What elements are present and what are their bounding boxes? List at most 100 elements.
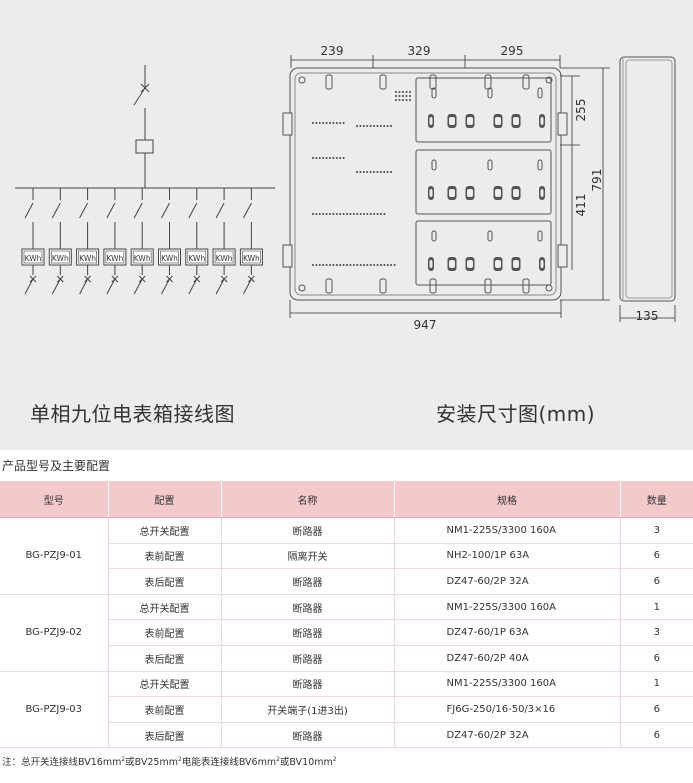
terminal-dot — [379, 171, 382, 173]
note-sup: 2 — [276, 755, 280, 763]
terminal-dot — [386, 264, 389, 266]
meter-frame — [105, 250, 125, 264]
terminal-dot — [349, 213, 352, 215]
breaker-slot — [513, 189, 519, 197]
meter-box — [239, 248, 263, 266]
terminal-dot — [366, 264, 369, 266]
terminal-dot — [339, 157, 342, 159]
cell-name: 断路器 — [220, 722, 394, 749]
terminal-dot — [362, 171, 365, 173]
cell-name: 断路器 — [220, 619, 394, 646]
mount-slot — [431, 230, 437, 242]
meter-label: KWh — [243, 254, 260, 263]
terminal-dot — [322, 264, 325, 266]
cell-qty: 6 — [619, 696, 693, 723]
breaker-slot — [449, 260, 455, 268]
terminal-dot — [383, 213, 386, 215]
meter-frame — [23, 250, 43, 264]
breaker-slot — [429, 260, 433, 268]
terminal-dot — [376, 171, 379, 173]
terminal-dot — [318, 213, 321, 215]
terminal-dot — [398, 95, 401, 97]
terminal-dot — [405, 95, 408, 97]
terminal-dot — [383, 264, 386, 266]
breaker-slot — [540, 260, 544, 268]
breaker-slot — [540, 117, 544, 125]
header-qty: 数量 — [619, 481, 693, 518]
terminal-dot — [339, 122, 342, 124]
terminal-dot — [342, 157, 345, 159]
breaker-slot — [495, 189, 501, 197]
terminal-dot — [335, 264, 338, 266]
section-title: 产品型号及主要配置 — [2, 459, 111, 473]
box-front-view — [282, 67, 568, 301]
cell-spec: DZ47-60/2P 40A — [393, 645, 620, 672]
meter-box — [130, 248, 154, 266]
terminal-dot — [359, 125, 362, 127]
mount-slot — [537, 87, 543, 99]
cell-model: BG-PZJ9-01 — [0, 517, 108, 595]
dim-total-width: 947 — [414, 318, 437, 332]
cell-name: 开关端子(1进3出) — [220, 696, 394, 723]
terminal-dot — [373, 213, 376, 215]
meter-frame — [50, 250, 70, 264]
terminal-dot — [373, 125, 375, 127]
terminal-dot — [363, 213, 365, 215]
breaker-slot — [429, 189, 433, 197]
cell-model: BG-PZJ9-03 — [0, 671, 108, 749]
dimension-caption: 安装尺寸图(mm) — [436, 402, 596, 426]
terminal-dot — [332, 213, 335, 215]
mount-slot — [431, 159, 437, 171]
terminal-dot — [335, 213, 338, 215]
terminal-dot — [366, 213, 369, 215]
terminal-dot — [405, 99, 408, 101]
terminal-dot — [332, 122, 335, 124]
dim-top-mid: 329 — [408, 44, 431, 58]
dim-total-height: 791 — [590, 169, 604, 192]
dim-top-left: 239 — [321, 44, 344, 58]
cell-name: 断路器 — [220, 594, 394, 621]
terminal-dot — [335, 157, 338, 159]
note-sup: 2 — [121, 755, 126, 763]
cell-spec: DZ47-60/1P 63A — [393, 619, 620, 646]
meter-label: KWh — [106, 254, 123, 263]
header-config: 配置 — [107, 481, 221, 518]
terminal-dot — [376, 264, 379, 266]
cell-spec: NM1-225S/3300 160A — [393, 594, 620, 621]
terminal-dot — [366, 125, 369, 127]
terminal-dot — [393, 264, 396, 266]
meter-label: KWh — [134, 254, 151, 263]
cell-qty: 6 — [619, 645, 693, 672]
meter-box — [48, 248, 72, 266]
meter-box — [158, 248, 181, 266]
dimension-labels: 239 329 295 255 411 791 947 135 — [321, 44, 659, 332]
terminal-dot — [373, 264, 376, 266]
note-sup: 2 — [332, 755, 337, 763]
dim-right-lower: 411 — [574, 194, 588, 217]
meter-frame — [187, 250, 207, 264]
breaker-slot — [467, 189, 473, 197]
mount-slot — [537, 230, 543, 242]
terminal-dot — [332, 157, 335, 159]
terminal-dot — [398, 99, 401, 101]
terminal-dot — [335, 122, 338, 124]
cell-qty: 3 — [619, 517, 693, 544]
terminal-dot — [390, 125, 392, 127]
cell-spec: FJ6G-250/16-50/3×16 — [393, 696, 620, 723]
terminal-dot — [339, 264, 342, 266]
meter-label: KWh — [25, 254, 42, 263]
note-prefix: 注：总开关连接线BV16mm — [2, 757, 122, 768]
terminal-dot — [332, 264, 335, 266]
terminal-dot — [315, 264, 318, 266]
terminal-dot — [315, 213, 318, 215]
note-mid3: 或BV10mm — [279, 757, 333, 768]
note-sup: 2 — [177, 755, 182, 763]
cell-config: 表前配置 — [107, 619, 221, 646]
